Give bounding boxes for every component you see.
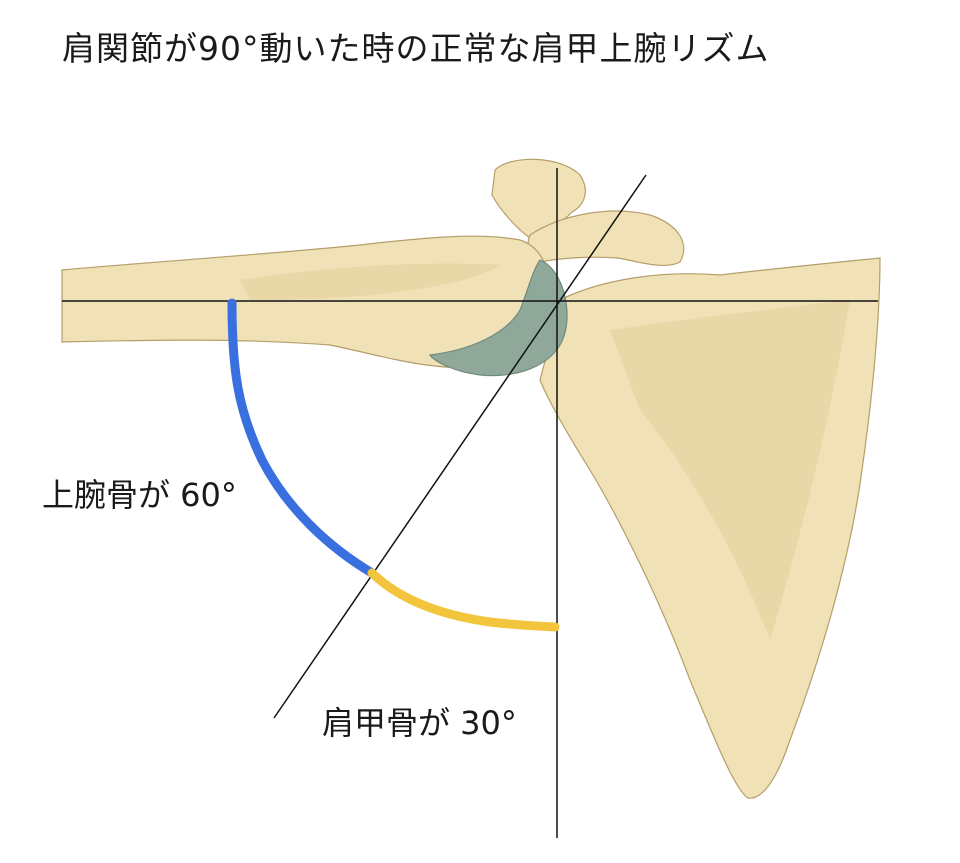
humerus-shading	[240, 263, 500, 300]
scapula-angle-label: 肩甲骨が 30°	[322, 704, 517, 742]
coracoid-process	[491, 158, 586, 239]
humeral-head-cartilage	[428, 259, 568, 377]
scapula-bone	[539, 257, 881, 799]
humerus-angle-label: 上腕骨が 60°	[42, 476, 237, 514]
scapula-rotation-line	[273, 174, 647, 719]
humerus-angle-arc	[227, 298, 377, 578]
scapula-angle-arc	[367, 568, 560, 632]
diagram-title: 肩関節が90°動いた時の正常な肩甲上腕リズム	[62, 29, 770, 68]
scapula-shading	[610, 300, 850, 640]
